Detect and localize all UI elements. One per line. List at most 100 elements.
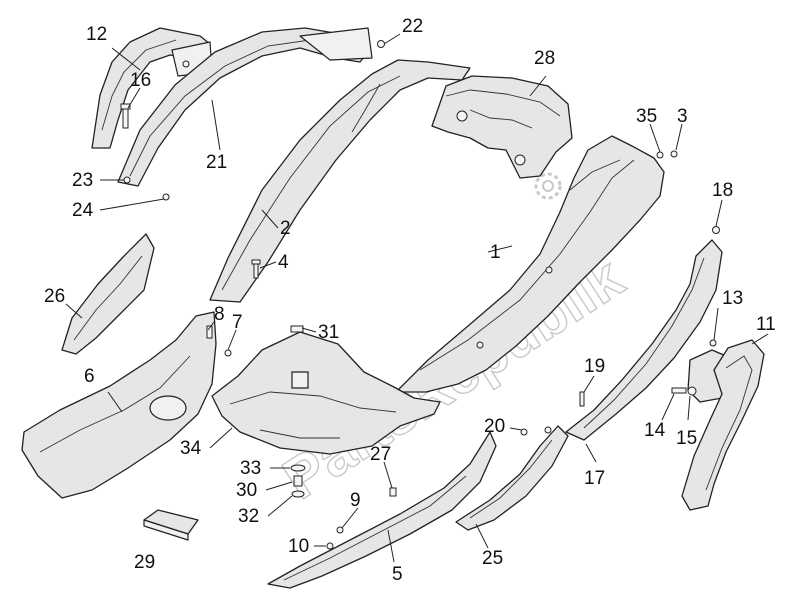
part-20-screw (520, 426, 552, 436)
callout-34: 34 (180, 438, 202, 459)
callout-19: 19 (584, 356, 605, 377)
part-22-screw (377, 40, 385, 48)
part-25-trim-strip (455, 425, 569, 531)
leader-26 (65, 303, 83, 319)
gear-watermark-icon (534, 172, 562, 200)
leader-24 (99, 198, 165, 211)
part-24-screw (162, 193, 170, 201)
part-10-screw (326, 542, 334, 550)
leader-19 (583, 375, 595, 393)
callout-4: 4 (278, 252, 289, 273)
part-33-washer (290, 464, 306, 472)
leader-32 (267, 495, 293, 517)
callout-28: 28 (534, 48, 555, 69)
callout-32: 32 (238, 506, 259, 527)
part-26-side-trim (61, 233, 155, 355)
leader-16 (127, 87, 141, 109)
part-23-screw (123, 176, 131, 184)
leader-11 (751, 333, 769, 345)
leader-27 (383, 461, 393, 489)
callout-35: 35 (636, 106, 657, 127)
callout-24: 24 (72, 200, 94, 221)
part-7-screw (224, 349, 232, 357)
callout-23: 23 (72, 170, 93, 191)
part-14-screw (671, 387, 687, 394)
callout-5: 5 (392, 564, 403, 585)
part-31-screw (290, 325, 304, 333)
leader-7 (227, 329, 237, 351)
part-8-clip (206, 325, 213, 339)
leader-9 (341, 507, 359, 529)
leader-lines (65, 33, 769, 563)
callout-3: 3 (677, 106, 688, 127)
leader-18 (715, 199, 723, 227)
part-29-block (143, 509, 199, 541)
callout-21: 21 (206, 152, 227, 173)
leader-3 (675, 123, 683, 151)
callout-17: 17 (584, 468, 605, 489)
callout-22: 22 (402, 16, 423, 37)
part-32-nut (291, 490, 305, 498)
part-35-nut (656, 151, 664, 159)
leader-5 (387, 529, 395, 563)
part-18-screw (712, 226, 720, 234)
leader-25 (475, 523, 489, 549)
part-4-screw (251, 259, 261, 279)
leader-17 (585, 443, 597, 463)
leader-13 (713, 307, 719, 341)
leader-4 (259, 261, 277, 269)
callout-29: 29 (134, 552, 155, 573)
leader-34 (209, 427, 233, 449)
part-1-side-cover (395, 135, 665, 393)
callout-8: 8 (214, 304, 225, 325)
part-15-washer (687, 386, 697, 396)
leader-1 (487, 245, 513, 253)
callout-14: 14 (644, 420, 666, 441)
part-27-clip (389, 487, 397, 497)
callout-13: 13 (722, 288, 743, 309)
callout-16: 16 (130, 70, 151, 91)
callout-6: 6 (84, 366, 95, 387)
part-16-screw (120, 103, 131, 129)
part-6-lower-body-side (21, 311, 217, 499)
leader-6 (107, 391, 123, 413)
callout-labels: 12 16 22 21 23 24 2 4 28 35 3 1 18 26 8 … (44, 16, 776, 585)
leader-14 (661, 393, 675, 421)
callout-31: 31 (318, 322, 339, 343)
callout-11: 11 (756, 314, 776, 335)
callout-20: 20 (484, 416, 505, 437)
callout-18: 18 (712, 180, 733, 201)
callout-1: 1 (490, 242, 501, 263)
leader-35 (649, 123, 661, 153)
callout-9: 9 (350, 490, 361, 511)
callout-2: 2 (280, 218, 291, 239)
leader-2 (261, 209, 279, 229)
part-30-spacer (293, 475, 303, 487)
leader-21 (211, 99, 221, 151)
callout-12: 12 (86, 24, 107, 45)
callout-26: 26 (44, 286, 65, 307)
leader-30 (265, 481, 293, 491)
part-19-screw (579, 391, 585, 407)
part-28-rear-bracket (431, 75, 573, 179)
part-21-inner-panel (117, 27, 373, 187)
callout-33: 33 (240, 458, 261, 479)
callout-15: 15 (676, 428, 697, 449)
part-2-side-fairing (209, 59, 471, 303)
callout-25: 25 (482, 548, 503, 569)
part-17-right-side-cover (565, 239, 723, 441)
callout-7: 7 (232, 312, 243, 333)
leader-12 (111, 47, 141, 71)
part-34-floor-panel (211, 331, 441, 455)
part-3-screw (670, 150, 678, 158)
leader-8 (207, 321, 215, 331)
leader-20 (509, 427, 523, 431)
leader-22 (383, 33, 401, 45)
leader-28 (529, 75, 547, 97)
callout-10: 10 (288, 536, 309, 557)
part-5-lower-skirt (267, 431, 497, 589)
leader-31 (301, 327, 317, 333)
callout-27: 27 (370, 444, 391, 465)
